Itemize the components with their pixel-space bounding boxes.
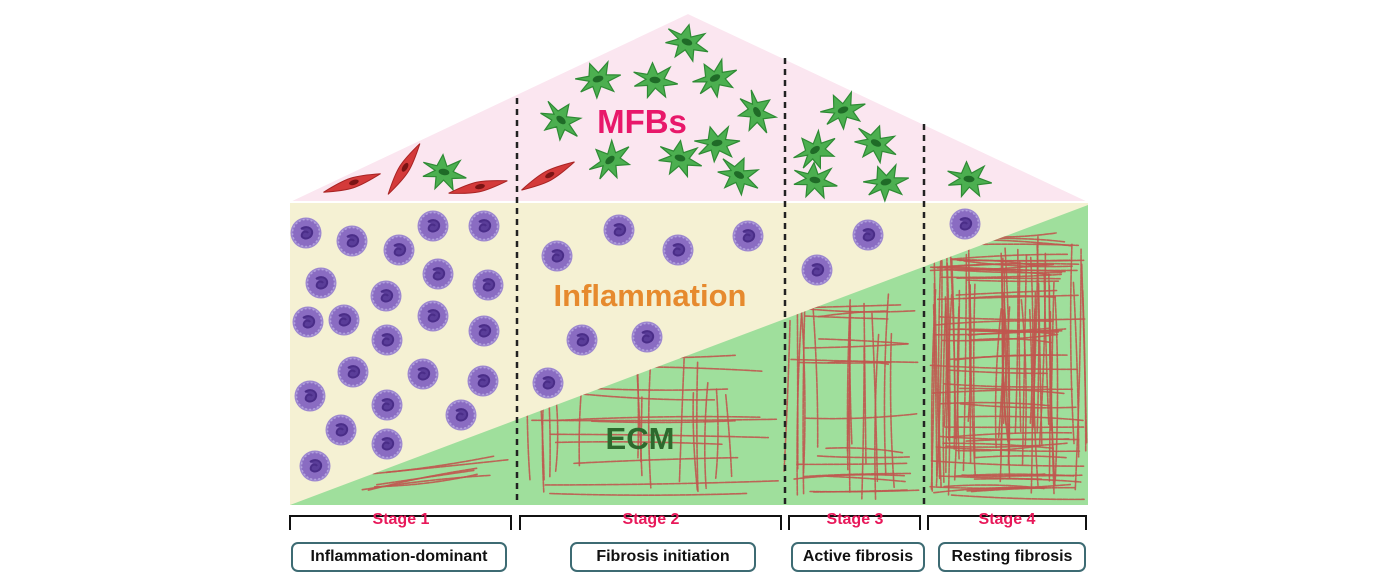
immune-cell [603, 214, 635, 246]
immune-cell [371, 428, 403, 460]
fibroblast [521, 161, 575, 191]
immune-cell [468, 315, 500, 347]
stage-1-label: Stage 1 [372, 511, 430, 528]
myofibroblast [633, 61, 678, 100]
immune-cell [532, 367, 564, 399]
immune-cell [325, 414, 357, 446]
myofibroblast [863, 162, 910, 203]
myofibroblast [540, 100, 583, 142]
bracket-stage-2 [519, 515, 782, 530]
immune-cell [292, 306, 324, 338]
immune-cell [422, 258, 454, 290]
myofibroblast [694, 124, 741, 164]
bracket-stage-1 [289, 515, 512, 530]
fibroblast [323, 173, 381, 193]
myofibroblast [422, 153, 467, 192]
collagen-fibers [361, 232, 1088, 501]
immune-cell [949, 208, 981, 240]
stage-3-description: Active fibrosis [791, 542, 925, 572]
immune-cell [336, 225, 368, 257]
immune-cell [294, 380, 326, 412]
immune-cell [417, 300, 449, 332]
myofibroblast [575, 59, 622, 100]
immune-cell [852, 219, 884, 251]
inflammation-label: Inflammation [554, 278, 747, 313]
immune-cells [290, 208, 981, 482]
myofibroblast [736, 89, 779, 134]
immune-cell [472, 269, 504, 301]
immune-cell [541, 240, 573, 272]
immune-cell [445, 399, 477, 431]
immune-cell [371, 389, 403, 421]
stage-2-description: Fibrosis initiation [570, 542, 756, 572]
myofibroblast [947, 160, 992, 199]
immune-cell [370, 280, 402, 312]
ecm-zone [290, 205, 1088, 505]
immune-cell [305, 267, 337, 299]
immune-cell [337, 356, 369, 388]
immune-cell [407, 358, 439, 390]
mfbs-label: MFBs [597, 103, 687, 140]
myofibroblast-cells [323, 23, 992, 203]
immune-cell [801, 254, 833, 286]
immune-cell [299, 450, 331, 482]
myofibroblast [820, 90, 866, 131]
mfb-zone [290, 14, 1088, 202]
fibroblast [387, 143, 421, 195]
immune-cell [290, 217, 322, 249]
myofibroblast [692, 57, 738, 99]
stage-1-description: Inflammation-dominant [291, 542, 507, 572]
immune-cell [468, 210, 500, 242]
myofibroblast [588, 138, 632, 180]
stage-4-description: Resting fibrosis [938, 542, 1086, 572]
immune-cell [732, 220, 764, 252]
myofibroblast [793, 128, 836, 170]
immune-cell [566, 324, 598, 356]
myofibroblast [665, 23, 709, 63]
stage-dividers [515, 58, 926, 505]
immune-cell [467, 365, 499, 397]
stage-2-label: Stage 2 [622, 511, 680, 528]
myofibroblast [658, 139, 703, 179]
immune-cell [631, 321, 663, 353]
stage-3-label: Stage 3 [826, 511, 884, 528]
stage-4-label: Stage 4 [978, 511, 1036, 528]
immune-cell [417, 210, 449, 242]
immune-cell [328, 304, 360, 336]
ecm-label: ECM [606, 421, 675, 456]
bracket-stage-4 [927, 515, 1087, 530]
immune-cell [371, 324, 403, 356]
immune-cell [383, 234, 415, 266]
bracket-stage-3 [788, 515, 921, 530]
myofibroblast [717, 156, 761, 197]
stage-brackets [289, 515, 1087, 530]
myofibroblast [793, 161, 838, 200]
fibroblast [448, 180, 508, 194]
immune-cell [662, 234, 694, 266]
myofibroblast [854, 124, 897, 165]
